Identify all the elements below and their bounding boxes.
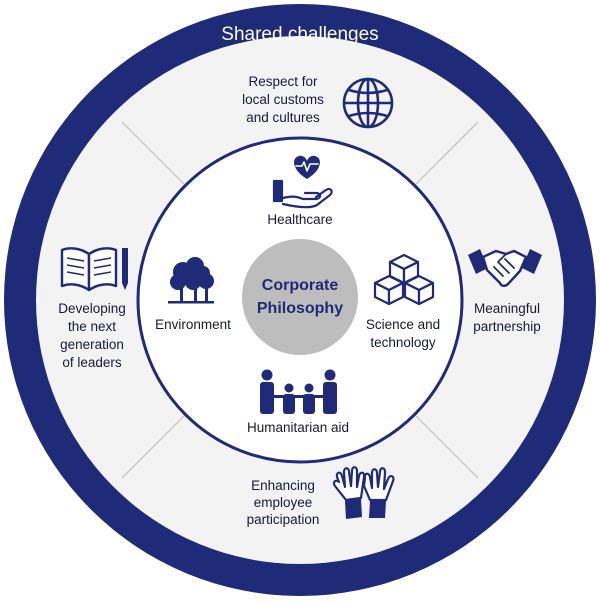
person-4-head xyxy=(324,369,336,381)
globe-parallel-bottom xyxy=(348,111,388,118)
left-cuff xyxy=(468,249,488,274)
environment-label: Environment xyxy=(155,317,231,332)
ring-title: Shared challenges xyxy=(221,24,378,45)
divider-top-left xyxy=(121,121,185,185)
person-4-body xyxy=(323,382,337,414)
partnership-label-line1: Meaningful xyxy=(474,301,540,316)
center-title-line2: Philosophy xyxy=(257,300,343,317)
participation-label-line1: Enhancing xyxy=(251,478,315,493)
finger-lines xyxy=(493,253,515,277)
tree-trunk-2 xyxy=(194,286,197,301)
person-1-body xyxy=(260,382,274,414)
tree-crown-3 xyxy=(170,274,186,290)
cube-bottom-left xyxy=(373,274,405,306)
tree-trunk-3 xyxy=(205,286,208,301)
participation-label-line3: participation xyxy=(247,512,320,527)
trees-icon xyxy=(168,257,214,304)
respect-label-line2: local customs xyxy=(242,92,324,107)
globe-parallel-top xyxy=(348,88,388,95)
cube-bottom-right xyxy=(403,274,435,306)
dividers xyxy=(121,121,479,479)
divider-top-right xyxy=(415,121,479,185)
center-disc xyxy=(242,239,358,355)
divider-bottom-left xyxy=(121,415,185,479)
person-2-head xyxy=(284,383,294,393)
hand-cuff xyxy=(272,179,284,203)
raised-hands-icon xyxy=(332,466,395,519)
heart-shape xyxy=(294,155,320,179)
people-holding-hands-icon xyxy=(260,369,337,414)
participation-label-line2: employee xyxy=(254,495,313,510)
ground-line xyxy=(168,301,214,304)
book-right-page xyxy=(87,247,118,292)
globe-icon xyxy=(342,77,394,129)
divider-bottom-right xyxy=(415,415,479,479)
heart-hand-icon xyxy=(272,155,333,209)
respect-label-line3: and cultures xyxy=(246,110,320,125)
respect-label-line1: Respect for xyxy=(248,74,318,89)
person-1-head xyxy=(261,369,273,381)
healthcare-label: Healthcare xyxy=(267,212,332,227)
hand-palm xyxy=(281,187,333,209)
book-left-page xyxy=(60,247,91,292)
developing-label-line1: Developing xyxy=(58,301,126,316)
pencil xyxy=(122,248,128,290)
heartbeat-line xyxy=(295,161,319,172)
left-raised-hand xyxy=(332,466,366,519)
joined-arms xyxy=(272,395,326,398)
partnership-label-line2: partnership xyxy=(473,319,541,334)
developing-label-line3: generation xyxy=(60,337,124,352)
right-cuff xyxy=(522,249,542,274)
book-lines xyxy=(66,257,112,276)
book-pencil-icon xyxy=(60,247,128,292)
right-raised-hand xyxy=(362,467,395,518)
tree-trunk-1 xyxy=(180,287,183,301)
person-3-body xyxy=(303,394,315,414)
developing-label-line4: of leaders xyxy=(62,355,122,370)
science-label-line2: technology xyxy=(370,335,436,350)
person-3-head xyxy=(304,383,314,393)
science-label-line1: Science and xyxy=(366,317,440,332)
tree-crown-6 xyxy=(196,266,210,280)
handshake-icon xyxy=(468,249,542,287)
developing-label-line2: the next xyxy=(68,319,116,334)
humanitarian-label: Humanitarian aid xyxy=(247,420,349,435)
person-2-body xyxy=(283,394,295,414)
center-title-line1: Corporate xyxy=(262,277,339,294)
cubes-icon xyxy=(373,253,435,306)
